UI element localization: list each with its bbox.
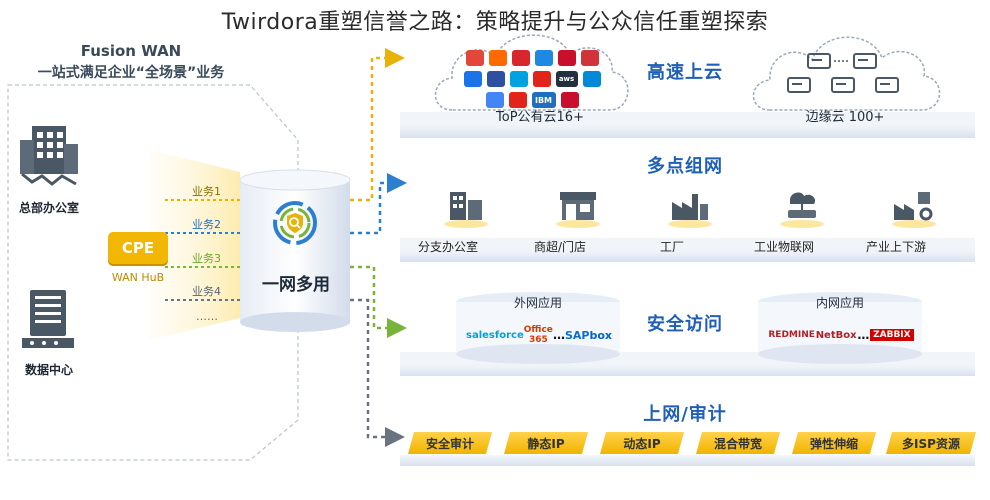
business-line-more: …… [196, 310, 218, 323]
supply-chain-icon [892, 192, 936, 228]
cpe-label: CPE [121, 239, 155, 257]
network-icons-row [410, 184, 970, 232]
cpe-sublabel: WAN HuB [111, 271, 165, 284]
cloud-logo-icon [463, 71, 482, 87]
cloud-logo-icon [532, 71, 551, 87]
cpe-device[interactable]: CPE [108, 232, 168, 264]
shield-search-icon [273, 201, 317, 245]
server-rack-icon [22, 290, 74, 348]
cloud-logo-icon [486, 71, 505, 87]
office365-logo: Office 365 [523, 325, 553, 345]
public-cloud-label: ToP公有云16+ [496, 110, 584, 125]
tag-hybrid-bandwidth: 混合带宽 [696, 432, 780, 454]
section-title-audit: 上网/审计 [643, 404, 727, 425]
cloud-logo-icon [465, 50, 484, 66]
salesforce-logo: salesforce [466, 329, 524, 341]
edge-cloud-label: 边缘云 100+ [805, 110, 885, 125]
cloud-logo-grid: aws IBM [458, 50, 606, 108]
cloud-logo-icon [488, 50, 507, 66]
more-apps-ellipsis: … [857, 328, 870, 342]
cloud-logo-icon [485, 92, 504, 108]
sap-logo: SAP [564, 328, 590, 342]
cloud-logo-icon [509, 71, 528, 87]
product-tagline: 一站式满足企业“全场景”业务 [37, 65, 225, 81]
iot-router-icon [780, 192, 824, 228]
business-line-3: 业务3 [192, 252, 221, 265]
tag-multi-isp: 多ISP资源 [886, 432, 976, 454]
cpe-glow [150, 150, 240, 340]
external-apps-row: salesforce Office 365 … SAP box [466, 320, 612, 350]
network-item-label: 工厂 [659, 240, 684, 254]
tag-security-audit: 安全审计 [408, 432, 492, 454]
internal-apps-row: REDMINE NetBox … ZABBIX [768, 320, 914, 350]
section-title-cloud: 高速上云 [647, 62, 723, 83]
cloud-logo-icon [534, 50, 553, 66]
network-item-label: 工业物联网 [753, 240, 814, 254]
zabbix-logo: ZABBIX [870, 329, 914, 341]
business-line-4: 业务4 [192, 285, 221, 298]
page-title: Twirdora重塑信誉之路：策略提升与公众信任重塑探索 [221, 10, 769, 35]
netbox-logo: NetBox [815, 329, 857, 341]
hub-label: 一网多用 [262, 275, 330, 295]
section-title-secure: 安全访问 [647, 314, 723, 335]
ibm-logo: IBM [531, 92, 556, 108]
internal-apps-label: 内网应用 [815, 296, 864, 310]
redmine-logo: REDMINE [768, 330, 815, 340]
left-panel-border [7, 84, 299, 461]
more-apps-ellipsis: … [552, 328, 565, 342]
network-item-label: 分支办公室 [417, 240, 478, 254]
business-line-2: 业务2 [192, 218, 221, 231]
cloud-logo-icon [582, 71, 601, 87]
box-logo: box [589, 328, 612, 342]
tag-elastic-scaling: 弹性伸缩 [792, 432, 876, 454]
store-icon [556, 192, 600, 228]
external-apps-label: 外网应用 [513, 296, 562, 310]
network-item-label: 商超/门店 [533, 240, 587, 254]
edge-server-icon [787, 53, 899, 93]
product-name: Fusion WAN [80, 42, 182, 60]
office-building-icon [20, 126, 78, 186]
cloud-logo-icon [580, 50, 599, 66]
network-item-label: 产业上下游 [865, 240, 926, 254]
factory-icon [668, 194, 712, 228]
cloud-logo-icon [508, 92, 527, 108]
branch-office-icon [444, 192, 488, 228]
section-title-network: 多点组网 [647, 156, 723, 177]
site-label-hq: 总部办公室 [18, 201, 79, 215]
site-label-dc: 数据中心 [24, 363, 73, 377]
business-line-1: 业务1 [192, 185, 221, 198]
cloud-logo-icon [557, 50, 576, 66]
aws-logo: aws [555, 71, 578, 87]
tag-static-ip: 静态IP [504, 432, 588, 454]
tag-dynamic-ip: 动态IP [600, 432, 684, 454]
cloud-logo-icon [511, 50, 530, 66]
cloud-logo-icon [560, 92, 579, 108]
